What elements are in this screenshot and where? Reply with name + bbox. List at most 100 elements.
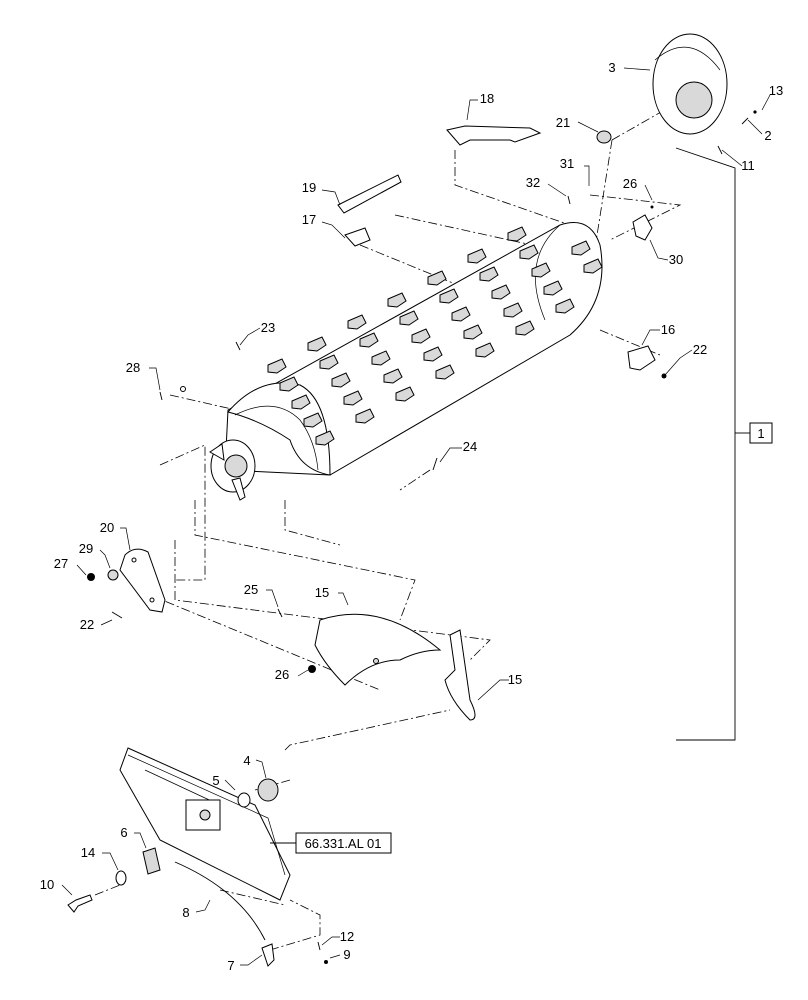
part-4-bearing	[257, 778, 279, 802]
callout-leader	[321, 221, 346, 239]
callout-c11[interactable]: 11	[741, 158, 755, 173]
part-20-side-plate	[87, 548, 166, 619]
rotor-tooth	[267, 358, 287, 374]
rotor-tooth	[531, 262, 551, 278]
rotor-tooth	[387, 292, 407, 308]
callout-leader	[721, 149, 743, 167]
rotor-tooth	[279, 376, 299, 392]
part-15-shield	[277, 608, 442, 686]
rotor-tooth	[475, 342, 495, 358]
rotor-tooth	[423, 346, 443, 362]
callout-c26a[interactable]: 26	[623, 176, 637, 191]
rotor-drum	[224, 222, 603, 476]
callout-leader	[664, 349, 693, 376]
rotor-tooth	[315, 430, 335, 446]
callout-c22b[interactable]: 22	[80, 617, 94, 632]
callout-leader	[297, 669, 309, 677]
callout-leader	[761, 94, 771, 111]
callout-c12[interactable]: 12	[340, 929, 354, 944]
rotor-tooth	[319, 354, 339, 370]
callout-leader	[623, 67, 651, 71]
callout-c30[interactable]: 30	[669, 252, 683, 267]
callout-c6[interactable]: 6	[120, 825, 127, 840]
callout-c16[interactable]: 16	[661, 322, 675, 337]
callout-c15a[interactable]: 15	[315, 585, 329, 600]
callout-c4[interactable]: 4	[243, 753, 250, 768]
callout-c15b[interactable]: 15	[508, 672, 522, 687]
reference-label[interactable]: 66.331.AL 01	[305, 836, 382, 851]
rotor-tooth	[307, 336, 327, 352]
rotor-tooth	[291, 394, 311, 410]
callout-c28[interactable]: 28	[126, 360, 140, 375]
callout-c18[interactable]: 18	[480, 91, 494, 106]
callout-c8[interactable]: 8	[182, 905, 189, 920]
reference-box: 66.331.AL 01	[270, 832, 392, 854]
rotor-tooth	[491, 284, 511, 300]
callout-leader	[439, 447, 462, 463]
callout-leader	[747, 119, 763, 135]
callout-c5[interactable]: 5	[212, 773, 219, 788]
callout-leader	[338, 592, 349, 606]
callout-c23[interactable]: 23	[261, 320, 275, 335]
rotor-tooth	[451, 306, 471, 322]
rotor-tooth	[427, 270, 447, 286]
part-21-washer	[596, 130, 612, 144]
part-15-deflector	[444, 629, 476, 721]
rotor-tooth	[519, 244, 539, 260]
callout-leader	[224, 779, 236, 791]
rotor-tooth	[583, 258, 603, 274]
rotor-tooth	[411, 328, 431, 344]
callout-c14[interactable]: 14	[81, 845, 95, 860]
rotor-tooth	[303, 412, 323, 428]
rotor-tooth	[479, 266, 499, 282]
callout-c19[interactable]: 19	[302, 180, 316, 195]
hardware-2-11-13	[717, 110, 757, 155]
callout-c31[interactable]: 31	[560, 156, 574, 171]
callout-leader	[76, 564, 87, 576]
rotor-tooth	[383, 368, 403, 384]
callout-c7[interactable]: 7	[227, 958, 234, 973]
callout-c13[interactable]: 13	[769, 83, 783, 98]
drum-end-hub	[209, 439, 256, 501]
callout-c24[interactable]: 24	[463, 439, 477, 454]
callout-leader	[329, 954, 341, 959]
callout-c2[interactable]: 2	[764, 128, 771, 143]
callout-leader	[547, 183, 567, 197]
rotor-tooth	[331, 372, 351, 388]
assembly-callout[interactable]: 1	[757, 426, 764, 441]
callout-c26b[interactable]: 26	[275, 667, 289, 682]
callout-leader	[149, 367, 161, 391]
callout-c21[interactable]: 21	[556, 115, 570, 130]
callout-c10[interactable]: 10	[40, 877, 54, 892]
callout-leader	[477, 679, 509, 701]
rotor-tooth	[371, 350, 391, 366]
rotor-tooth	[543, 280, 563, 296]
assembly-bracket: 1	[675, 147, 773, 741]
rotor-tooth	[395, 386, 415, 402]
rotor-teeth	[267, 226, 603, 446]
rotor-tooth	[343, 390, 363, 406]
callout-leader	[102, 852, 119, 871]
part-16-tooth	[627, 345, 656, 371]
callout-c3[interactable]: 3	[608, 60, 615, 75]
callout-c20[interactable]: 20	[100, 520, 114, 535]
callout-c22a[interactable]: 22	[693, 342, 707, 357]
callout-leader	[239, 327, 261, 346]
callout-c25[interactable]: 25	[244, 582, 258, 597]
rotor-tooth	[555, 298, 575, 314]
callout-c27[interactable]: 27	[54, 556, 68, 571]
callout-c9[interactable]: 9	[343, 947, 350, 962]
callout-leader	[255, 759, 267, 779]
callout-c17[interactable]: 17	[302, 212, 316, 227]
rotor-tooth	[439, 288, 459, 304]
callout-c32[interactable]: 32	[526, 175, 540, 190]
rotor-tooth	[463, 324, 483, 340]
callout-leader	[641, 329, 660, 346]
callout-leader	[99, 549, 111, 569]
rotor-tooth	[435, 364, 455, 380]
rotor-tooth	[467, 248, 487, 264]
callout-c29[interactable]: 29	[79, 541, 93, 556]
callout-leader	[321, 189, 341, 206]
